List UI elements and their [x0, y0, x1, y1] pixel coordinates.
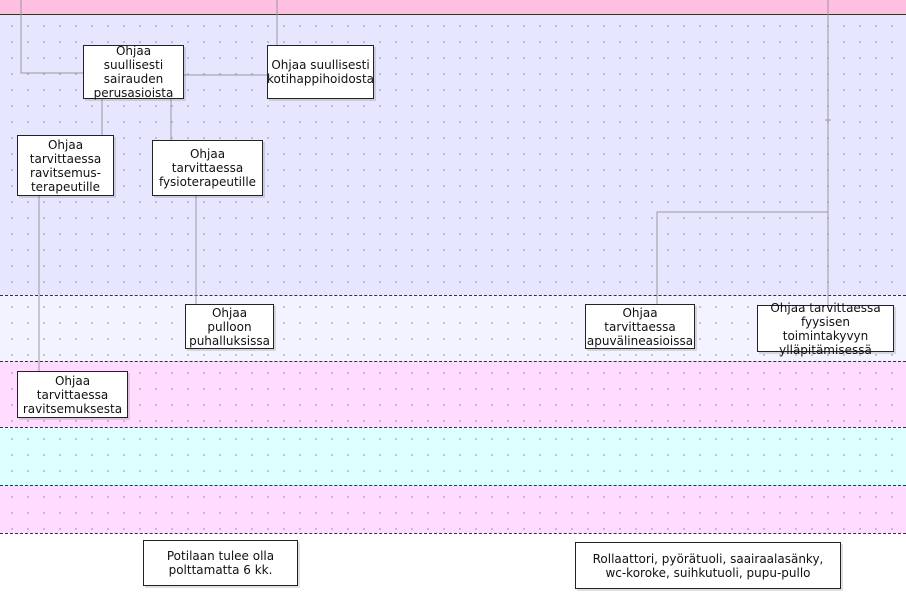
- lane-separator: [0, 361, 906, 362]
- node-pullo-puhallus[interactable]: Ohjaa pulloon puhalluksissa: [185, 304, 274, 349]
- node-fyysinen-toimintakyky[interactable]: Ohjaa tarvittaessa fyysisen toimintakyvy…: [757, 301, 894, 357]
- lane-separator: [0, 485, 906, 486]
- node-apuvalineet[interactable]: Ohjaa tarvittaessa apuvälineasioissa: [585, 304, 695, 349]
- note-tupakointi[interactable]: Potilaan tulee olla polttamatta 6 kk.: [143, 540, 298, 586]
- lane-3: [0, 361, 906, 427]
- connector: [20, 0, 84, 74]
- lane-4: [0, 427, 906, 485]
- lane-separator: [0, 427, 906, 428]
- node-sairauden-perusasiat[interactable]: Ohjaa suullisesti sairauden perusasioist…: [83, 44, 184, 100]
- connector: [656, 211, 828, 305]
- lane-top: [0, 0, 906, 14]
- node-ravitsemusterapeutti[interactable]: Ohjaa tarvittaessa ravitsemus- terapeuti…: [17, 135, 114, 196]
- lane-separator: [0, 533, 906, 534]
- lane-2: [0, 295, 906, 361]
- node-ravitsemus[interactable]: Ohjaa tarvittaessa ravitsemuksesta: [17, 371, 128, 418]
- lane-1: [0, 14, 906, 295]
- note-apuvalineet[interactable]: Rollaattori, pyörätuoli, saairaalasänky,…: [575, 542, 841, 589]
- lane-separator: [0, 14, 906, 15]
- lane-5: [0, 485, 906, 533]
- node-kotihappihoito[interactable]: Ohjaa suullisesti kotihappihoidosta: [267, 45, 374, 99]
- node-fysioterapeutti[interactable]: Ohjaa tarvittaessa fysioterapeutille: [152, 140, 263, 196]
- lane-separator: [0, 295, 906, 296]
